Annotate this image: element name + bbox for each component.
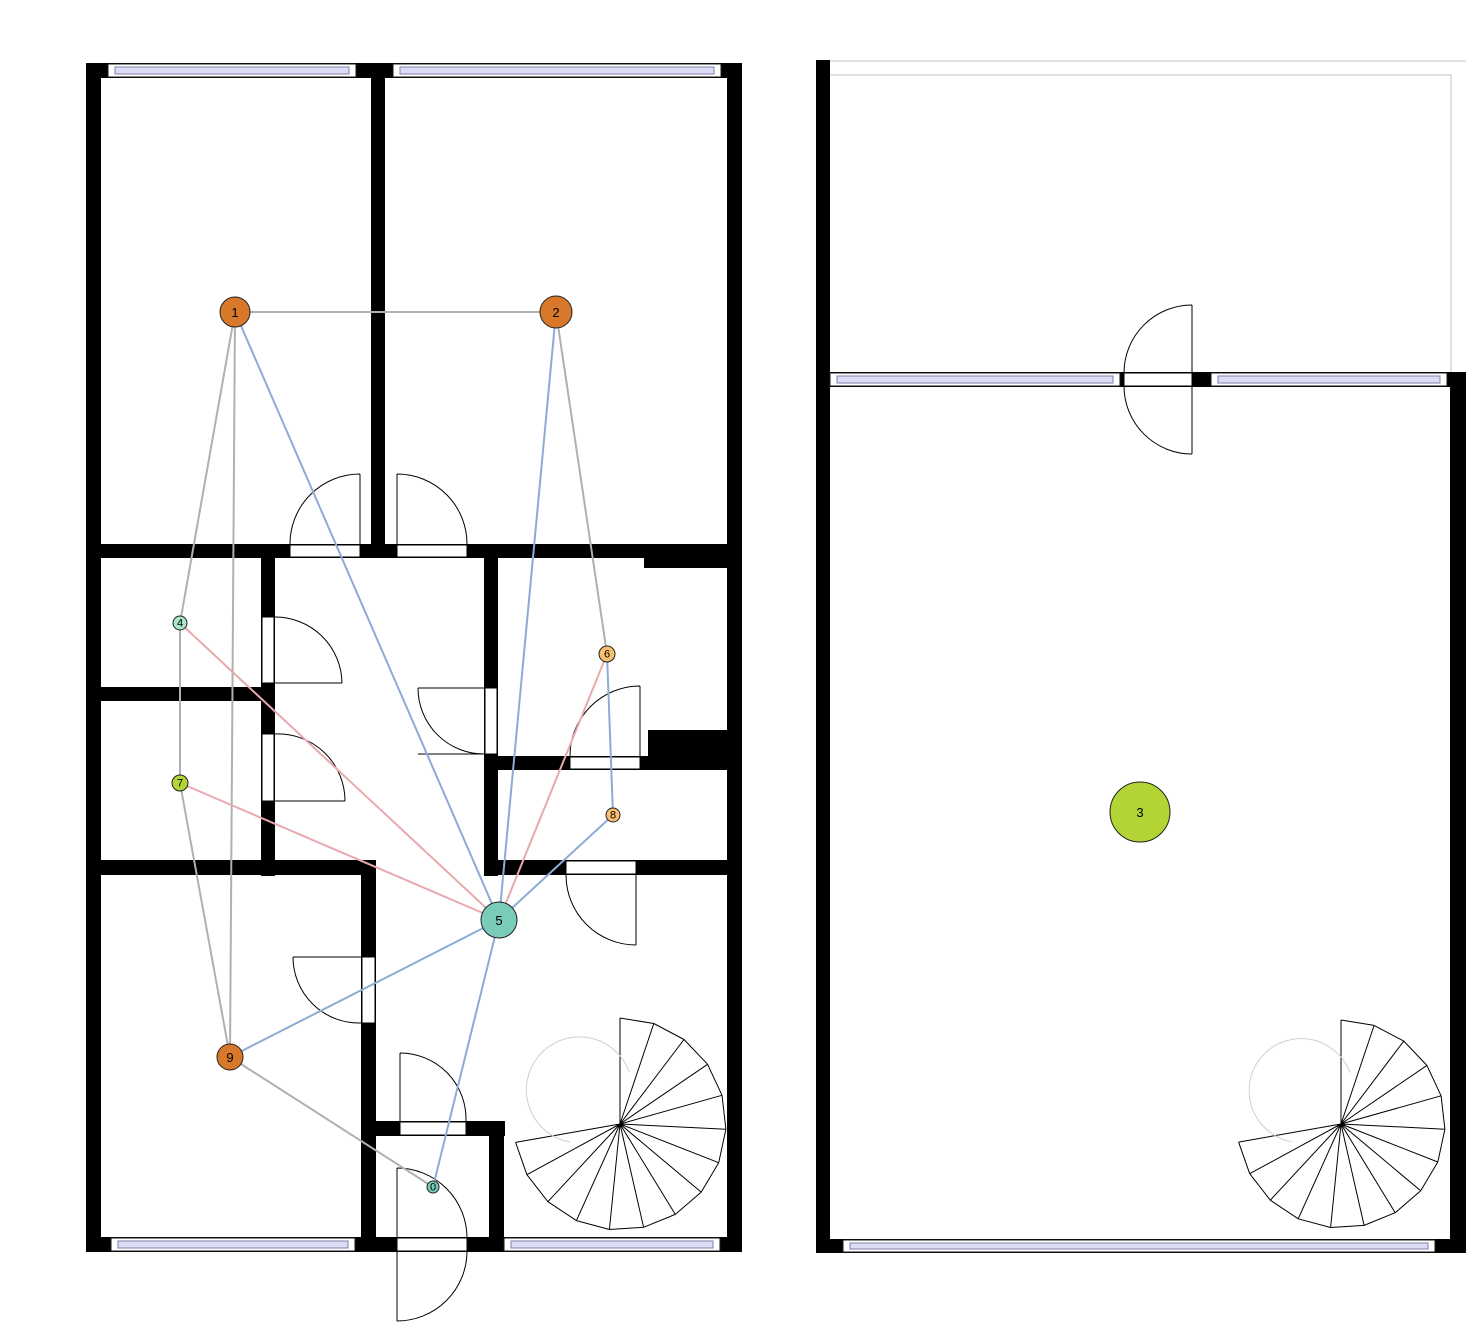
node-label: 2 (552, 305, 559, 320)
window-glass (849, 1242, 1429, 1250)
graph-node-10: 0 (426, 1180, 440, 1194)
stair-direction-arrow (525, 1036, 630, 1143)
door-swing (399, 1052, 467, 1122)
graph-edge-access (498, 814, 614, 921)
door-swing (289, 473, 361, 546)
node-circle (480, 901, 518, 939)
window-glass (836, 375, 1114, 384)
graph-edge-access (432, 919, 500, 1188)
graph-edge-adjacency (179, 311, 236, 624)
node-label: 7 (177, 778, 183, 790)
graph-edge-adjacency (555, 311, 608, 655)
graph-edge-adjacency (229, 1056, 434, 1188)
spiral-stair-lower (515, 1017, 727, 1230)
door-swing (274, 616, 343, 684)
wall (371, 63, 385, 556)
door-opening (399, 1121, 467, 1136)
wall (816, 60, 830, 1253)
door-opening (261, 616, 275, 684)
stair-direction-arrow (1248, 1038, 1351, 1143)
door-opening (484, 687, 498, 755)
door-swing (1123, 304, 1193, 374)
graph-node-1: 1 (219, 296, 251, 328)
graph-edge-access (606, 653, 614, 816)
door-swing (417, 687, 485, 755)
graph-edge-access (498, 311, 557, 921)
window-glass (114, 66, 350, 75)
left-floor-windows (107, 63, 722, 1252)
door-swing (565, 874, 637, 946)
graph-node-4: 4 (172, 615, 188, 631)
graph-edge-access (229, 919, 500, 1058)
graph-nodes: 1 2 3 4 5 6 7 8 9 0 (171, 295, 1171, 1194)
graph-edge-adjacency (229, 311, 236, 1058)
right-floor-walls (816, 60, 1466, 1253)
node-circle (539, 295, 573, 329)
graph-node-7: 7 (171, 774, 189, 792)
right-floor-windows (829, 372, 1448, 1253)
node-label: 9 (226, 1050, 233, 1065)
node-label: 4 (177, 618, 183, 630)
window-glass (1217, 375, 1441, 384)
door-opening (396, 544, 468, 558)
door-swing (292, 956, 362, 1024)
node-label: 0 (430, 1182, 436, 1194)
node-circle (598, 645, 616, 663)
door-swing (396, 473, 468, 546)
graph-node-8: 8 (605, 807, 621, 823)
node-circle (172, 615, 188, 631)
graph-node-5: 5 (480, 901, 518, 939)
wall (727, 63, 742, 1252)
door-opening (565, 860, 637, 875)
left-floor-walls (86, 63, 742, 1252)
stair-treads (1238, 1019, 1446, 1228)
graph-edge-door (498, 653, 608, 921)
door-swing (1123, 385, 1193, 455)
node-circle (171, 774, 189, 792)
wall (489, 1121, 504, 1252)
graph-node-3: 3 (1109, 781, 1171, 843)
node-label: 3 (1136, 805, 1143, 820)
terrace-outline (830, 60, 1466, 372)
node-label: 6 (604, 649, 610, 661)
graph-edge-access (234, 311, 500, 921)
node-circle (216, 1043, 244, 1071)
door-opening (396, 1237, 468, 1252)
graph-edges (179, 311, 614, 1188)
door-opening (569, 756, 641, 770)
node-circle (605, 807, 621, 823)
door-swing (396, 1167, 468, 1239)
graph-edge-adjacency (179, 782, 231, 1058)
node-label: 5 (495, 913, 502, 928)
wall (644, 544, 742, 568)
node-circle (219, 296, 251, 328)
node-circle (1109, 781, 1171, 843)
window-glass (510, 1240, 714, 1249)
door-opening (1123, 372, 1193, 387)
graph-node-6: 6 (598, 645, 616, 663)
node-label: 1 (231, 305, 238, 320)
node-label: 8 (610, 810, 616, 822)
graph-node-9: 9 (216, 1043, 244, 1071)
graph-edge-door (179, 782, 500, 921)
left-floor-doors (274, 473, 641, 1322)
window-glass (117, 1240, 349, 1249)
spiral-stair-upper (1238, 1019, 1446, 1228)
stair-treads (515, 1017, 727, 1230)
door-opening (289, 544, 361, 558)
door-opening (361, 956, 376, 1024)
wall (361, 860, 376, 1252)
node-circle (426, 1180, 440, 1194)
graph-edge-door (179, 622, 500, 921)
wall (86, 63, 101, 1252)
left-floor-openings (261, 544, 641, 1252)
wall (1450, 372, 1466, 1253)
door-swing (274, 733, 346, 802)
door-swing (396, 1250, 468, 1322)
door-opening (261, 733, 275, 802)
wall (648, 730, 742, 770)
window-glass (399, 66, 715, 75)
graph-node-2: 2 (539, 295, 573, 329)
